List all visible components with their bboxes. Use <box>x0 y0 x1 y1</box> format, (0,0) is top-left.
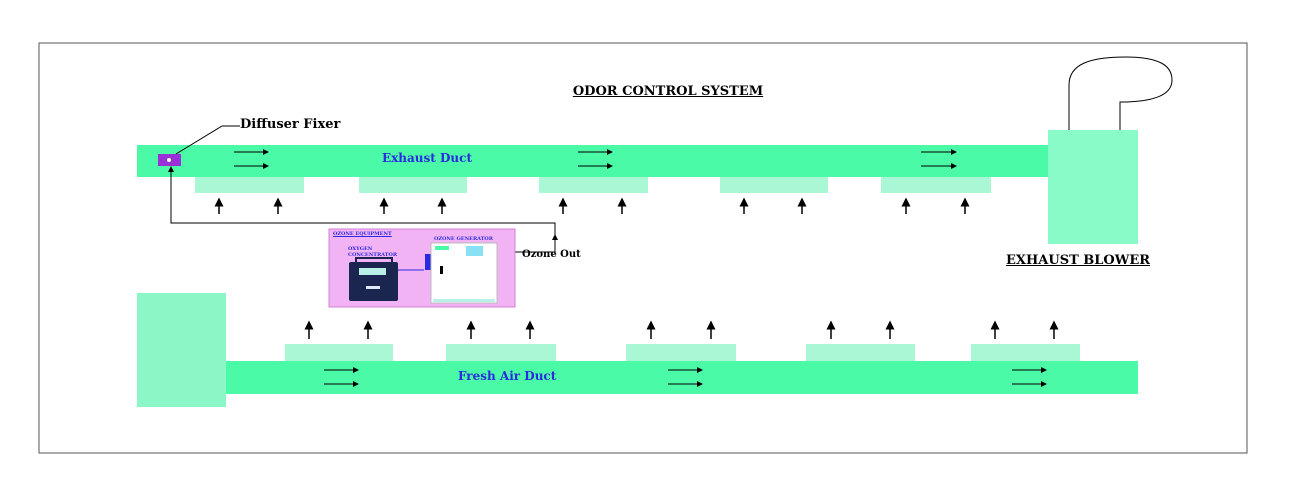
ozone-generator-label: OZONE GENERATOR <box>434 236 493 242</box>
oxygen-flow-meter <box>425 254 431 270</box>
exhaust-plate <box>539 177 648 193</box>
exhaust-stack-pipe <box>1068 56 1173 130</box>
fresh-plate <box>971 344 1080 361</box>
exhaust-duct <box>137 145 1049 177</box>
ozone-line-arrow-2 <box>552 234 558 240</box>
equipment-panel-title: OZONE EQUIPMENT <box>333 231 392 237</box>
diffuser-leader-line <box>175 125 223 155</box>
fresh-air-supply-arrows <box>304 320 1059 339</box>
exhaust-plate <box>720 177 828 193</box>
ozone-generator-gauge <box>435 246 449 250</box>
fresh-air-duct-label: Fresh Air Duct <box>458 369 557 383</box>
exhaust-blower-label: EXHAUST BLOWER <box>1006 253 1151 268</box>
oxygen-concentrator <box>349 262 398 301</box>
exhaust-duct-plates <box>195 177 991 193</box>
exhaust-duct-label: Exhaust Duct <box>382 151 472 165</box>
ozone-supply-line <box>170 168 556 253</box>
fresh-plate <box>285 344 393 361</box>
diffuser-nozzle <box>167 158 171 162</box>
drawing-border <box>38 42 1248 454</box>
fresh-plate <box>446 344 556 361</box>
oxygen-concentrator-label: OXYGEN CONCENTRATOR <box>348 246 397 258</box>
exhaust-blower-unit <box>1048 130 1138 244</box>
exhaust-plate <box>195 177 304 193</box>
ozone-out-label: Ozone Out <box>522 249 581 260</box>
oxygen-concentrator-display <box>359 268 386 275</box>
ozone-line-arrow <box>168 166 174 172</box>
ozone-generator-base <box>433 299 495 302</box>
fresh-plate <box>626 344 736 361</box>
exhaust-plate <box>359 177 467 193</box>
ozone-generator-switch <box>440 266 443 274</box>
oxygen-concentrator-slot <box>366 286 380 289</box>
fresh-air-duct-plates <box>285 344 1080 361</box>
exhaust-suction-arrows <box>214 197 970 214</box>
fresh-air-duct <box>226 361 1138 394</box>
ozone-generator-display <box>466 246 483 256</box>
fresh-air-intake-unit <box>137 293 226 407</box>
fresh-air-flow-arrows <box>324 367 1047 387</box>
fresh-plate <box>806 344 915 361</box>
diagram-title: ODOR CONTROL SYSTEM <box>572 84 764 99</box>
exhaust-plate <box>881 177 991 193</box>
oxygen-concentrator-handle <box>355 257 393 262</box>
diffuser-fixer-label: Diffuser Fixer <box>240 117 341 132</box>
exhaust-flow-arrows <box>234 149 957 169</box>
